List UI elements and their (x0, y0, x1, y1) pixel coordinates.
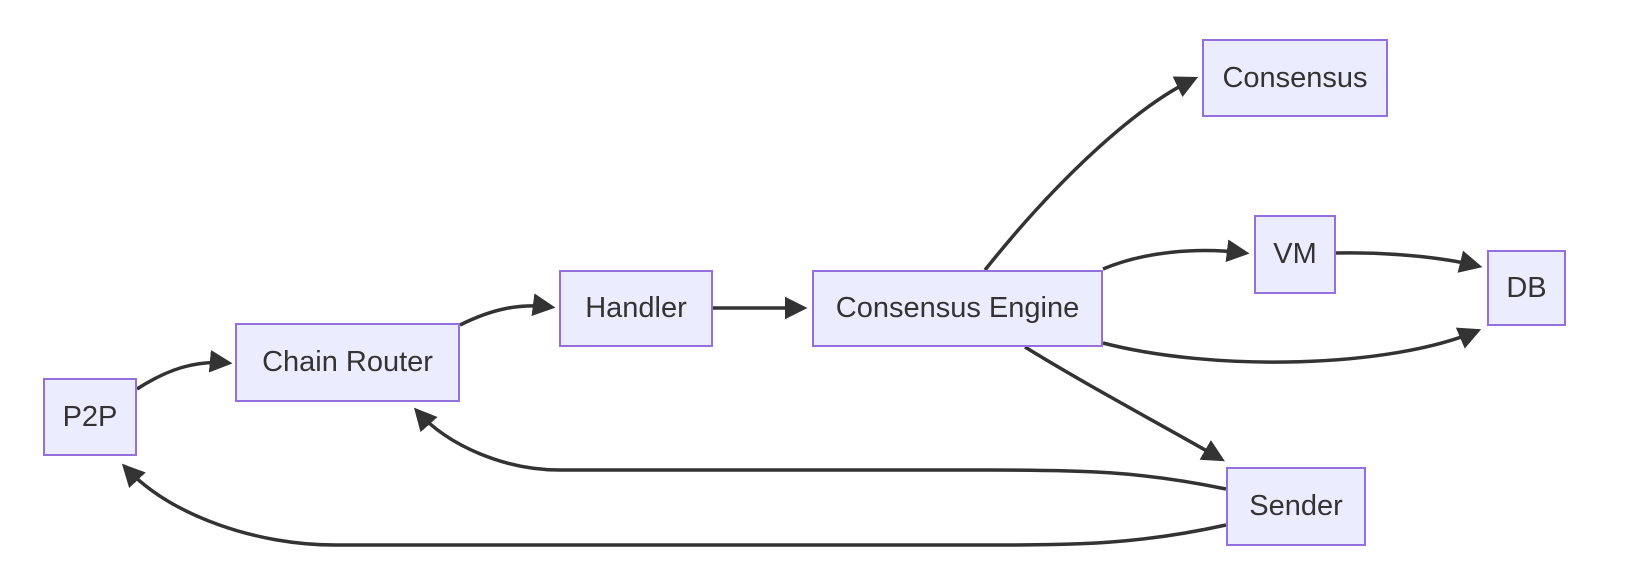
node-chain-router-label: Chain Router (262, 346, 433, 378)
node-sender: Sender (1226, 467, 1366, 546)
edge-consensus-engine-to-db (1102, 327, 1482, 364)
edge-consensus-engine-to-vm (1102, 239, 1250, 271)
node-p2p-label: P2P (62, 400, 118, 433)
node-p2p: P2P (43, 378, 137, 456)
node-handler-label: Handler (585, 292, 687, 324)
edge-sender-to-p2p (121, 463, 1227, 547)
node-vm-label: VM (1273, 238, 1317, 270)
edge-p2p-to-chain-router (136, 349, 233, 391)
node-consensus-engine-label: Consensus Engine (835, 292, 1080, 324)
edge-consensus-engine-to-sender (1024, 345, 1225, 462)
node-consensus-engine: Consensus Engine (812, 270, 1103, 347)
node-sender-label: Sender (1249, 490, 1343, 522)
node-db-label: DB (1506, 271, 1547, 304)
node-consensus-label: Consensus (1222, 61, 1368, 94)
edge-sender-to-chain-router (413, 407, 1227, 491)
node-handler: Handler (559, 270, 713, 347)
node-chain-router: Chain Router (235, 323, 460, 402)
node-consensus: Consensus (1202, 39, 1388, 117)
edge-chain-router-to-handler (459, 293, 556, 327)
edge-consensus-engine-to-consensus (983, 76, 1199, 272)
node-vm: VM (1254, 215, 1336, 294)
node-db: DB (1487, 250, 1566, 326)
edge-vm-to-db (1335, 250, 1483, 273)
